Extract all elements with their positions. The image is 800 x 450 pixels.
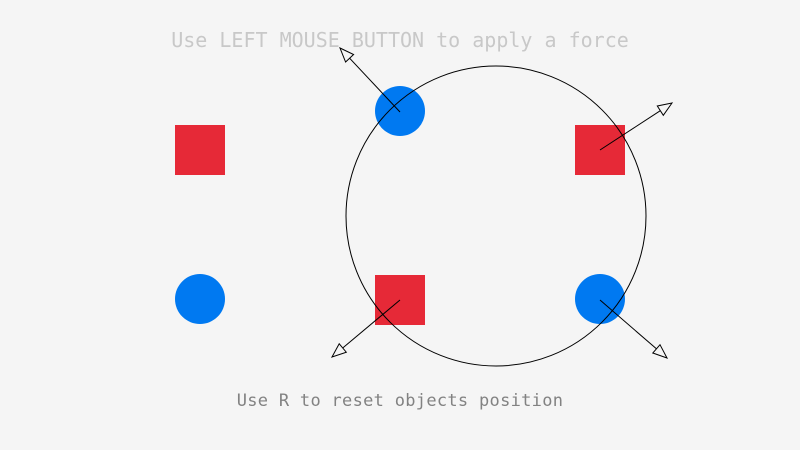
boundary-circle	[345, 65, 647, 367]
instruction-apply-force: Use LEFT MOUSE BUTTON to apply a force	[171, 28, 629, 52]
force-arrow-top-right-line	[599, 110, 661, 151]
force-arrow-bottom-center-head	[330, 342, 348, 358]
red-square-top-left[interactable]	[175, 125, 225, 175]
instruction-reset-objects: Use R to reset objects position	[236, 391, 564, 411]
blue-circle-bottom-left[interactable]	[175, 274, 225, 324]
force-arrow-top-center-line	[349, 57, 401, 113]
force-arrow-bottom-center-line	[342, 299, 401, 349]
blue-circle-bottom-right[interactable]	[575, 274, 625, 324]
force-arrow-top-center-head	[339, 46, 355, 63]
force-arrow-top-right-head	[656, 102, 674, 117]
force-arrow-bottom-right-line	[599, 299, 657, 350]
force-arrow-bottom-right-head	[651, 343, 669, 359]
